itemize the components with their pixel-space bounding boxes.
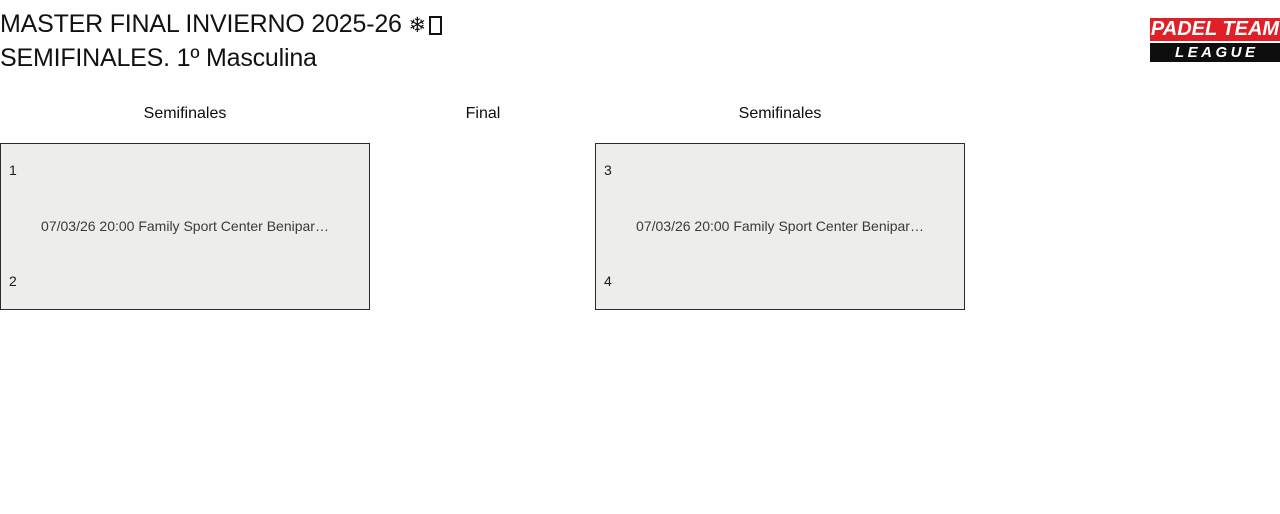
round-title-final: Final [465, 105, 501, 122]
match-1-slot-top[interactable]: 1 [9, 162, 17, 178]
match-2-slot-top[interactable]: 3 [604, 162, 612, 178]
missing-glyph-icon [428, 16, 442, 35]
round-title-semifinales-right: Semifinales [738, 105, 822, 122]
match-1-slot-bottom[interactable]: 2 [9, 273, 17, 289]
match-box-1[interactable]: 1 07/03/26 20:00 Family Sport Center Ben… [0, 143, 370, 310]
padel-team-league-logo: PADEL TEAM LEAGUE [1148, 18, 1280, 64]
round-title-semifinales-left: Semifinales [143, 105, 227, 122]
page-title-line-1: MASTER FINAL INVIERNO 2025-26 ❄ [0, 8, 1000, 42]
tournament-bracket: Semifinales 1 07/03/26 20:00 Family Spor… [0, 104, 1280, 334]
bracket-round-semifinales-right: Semifinales 3 07/03/26 20:00 Family Spor… [595, 104, 965, 310]
snowflake-icon: ❄ [408, 13, 426, 37]
page-title: MASTER FINAL INVIERNO 2025-26 ❄ SEMIFINA… [0, 8, 1000, 75]
match-2-info[interactable]: 07/03/26 20:00 Family Sport Center Benip… [636, 218, 924, 234]
tournament-name: MASTER FINAL INVIERNO 2025-26 [0, 10, 409, 38]
page-title-line-2: SEMIFINALES. 1º Masculina [0, 44, 317, 72]
logo-padel-team-text: PADEL TEAM [1150, 18, 1280, 41]
match-1-info[interactable]: 07/03/26 20:00 Family Sport Center Benip… [41, 218, 329, 234]
match-2-slot-bottom[interactable]: 4 [604, 273, 612, 289]
page-header: MASTER FINAL INVIERNO 2025-26 ❄ SEMIFINA… [0, 0, 1280, 80]
match-box-2[interactable]: 3 07/03/26 20:00 Family Sport Center Ben… [595, 143, 965, 310]
logo-league-text: LEAGUE [1150, 43, 1280, 62]
bracket-round-final: Final [370, 104, 596, 124]
bracket-round-semifinales-left: Semifinales 1 07/03/26 20:00 Family Spor… [0, 104, 370, 310]
